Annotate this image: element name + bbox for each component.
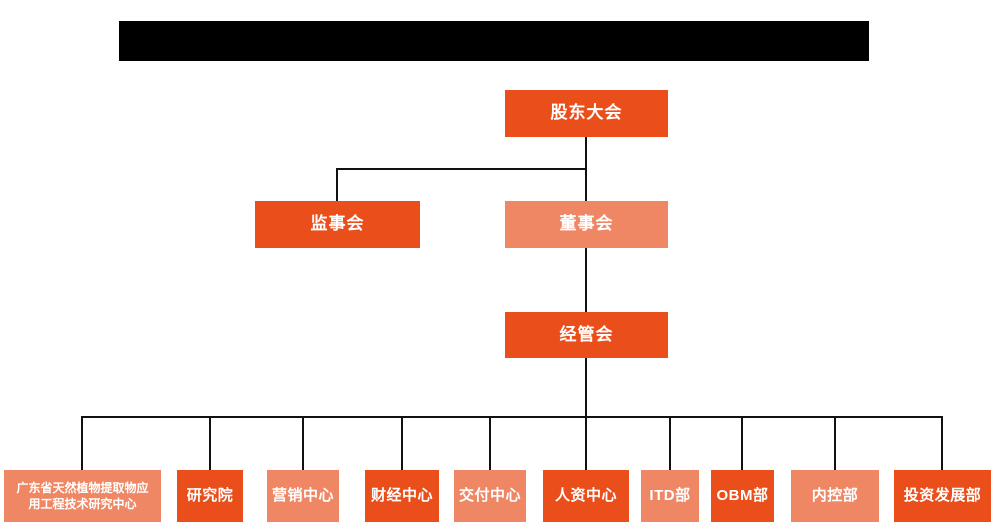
connector-line <box>585 248 587 312</box>
connector-line <box>81 416 83 470</box>
connector-line <box>585 168 587 201</box>
org-box-research-center: 广东省天然植物提取物应用工程技术研究中心 <box>4 470 161 522</box>
connector-line <box>585 358 587 416</box>
org-box-board-of-directors: 董事会 <box>505 201 668 248</box>
connector-line <box>941 416 943 470</box>
org-box-research-institute: 研究院 <box>177 470 243 522</box>
org-box-investment-development-department: 投资发展部 <box>894 470 991 522</box>
connector-line <box>741 416 743 470</box>
connector-line <box>489 416 491 470</box>
org-box-obm-department: OBM部 <box>711 470 774 522</box>
connector-line <box>585 137 587 168</box>
org-box-shareholders-meeting: 股东大会 <box>505 90 668 137</box>
org-box-delivery-center: 交付中心 <box>454 470 526 522</box>
connector-bus-line <box>81 416 943 418</box>
org-box-supervisory-board: 监事会 <box>255 201 420 248</box>
connector-line <box>209 416 211 470</box>
org-box-itd-department: ITD部 <box>641 470 699 522</box>
connector-line <box>401 416 403 470</box>
org-box-finance-center: 财经中心 <box>365 470 439 522</box>
redacted-title-bar <box>119 21 869 61</box>
connector-line <box>336 168 338 201</box>
org-box-marketing-center: 营销中心 <box>267 470 339 522</box>
org-box-hr-center: 人资中心 <box>543 470 629 522</box>
org-box-management-committee: 经管会 <box>505 312 668 358</box>
connector-line <box>834 416 836 470</box>
connector-line <box>585 416 587 470</box>
connector-line <box>302 416 304 470</box>
connector-line <box>669 416 671 470</box>
connector-line <box>336 168 587 170</box>
org-box-internal-control-department: 内控部 <box>791 470 879 522</box>
